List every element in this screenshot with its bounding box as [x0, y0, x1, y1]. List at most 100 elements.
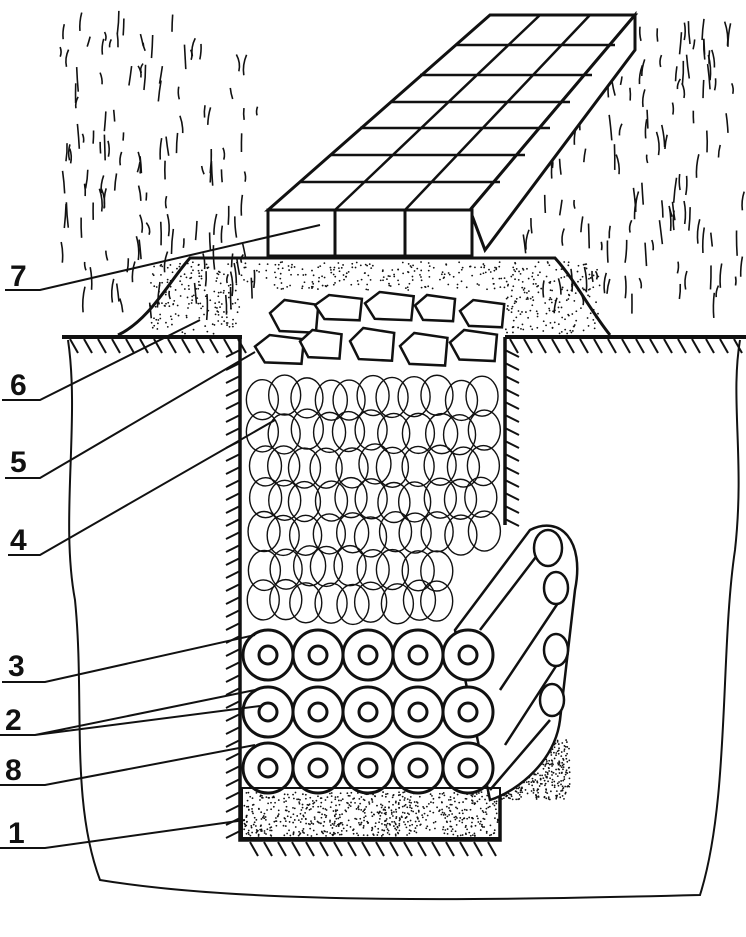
sand-dot	[406, 270, 409, 273]
sand-dot	[195, 287, 198, 290]
sand-dot	[376, 834, 379, 836]
sand-dot	[551, 326, 554, 329]
hatch-mark	[375, 841, 385, 857]
sand-dot	[542, 777, 545, 780]
sand-dot	[404, 816, 407, 819]
sand-dot	[428, 275, 431, 278]
sand-dot	[546, 776, 548, 779]
stone	[448, 328, 499, 363]
sand-dot	[255, 269, 258, 272]
sand-dot	[553, 780, 556, 783]
sand-dot	[232, 318, 234, 321]
sand-dot	[335, 825, 338, 828]
sand-dot	[308, 286, 310, 289]
sand-dot	[545, 771, 547, 773]
sand-dot	[445, 805, 448, 808]
sand-dot	[563, 276, 566, 278]
hatch-mark	[225, 375, 241, 384]
sand-dot	[395, 800, 397, 803]
sand-dot	[187, 307, 189, 309]
sand-dot	[263, 812, 266, 815]
sand-dot	[156, 328, 159, 330]
sand-dot	[410, 801, 413, 804]
sand-dot	[335, 804, 337, 807]
sand-dot	[267, 796, 270, 799]
sand-dot	[565, 757, 568, 760]
sand-dot	[476, 800, 479, 803]
sand-dot	[460, 268, 463, 271]
sand-dot	[379, 279, 382, 282]
sand-dot	[279, 261, 282, 264]
coil-loop	[423, 477, 458, 519]
grass-stroke	[110, 278, 115, 303]
sand-dot	[461, 818, 464, 821]
grass-stroke	[75, 67, 80, 92]
hatch-mark	[225, 466, 241, 475]
sand-dot	[496, 821, 499, 823]
sand-dot	[229, 283, 232, 286]
sand-dot	[302, 831, 305, 834]
hatch-mark	[263, 841, 273, 857]
sand-dot	[179, 262, 181, 265]
sand-dot	[352, 832, 355, 835]
sand-dot	[536, 789, 539, 792]
sand-dot	[557, 743, 560, 745]
sand-dot	[376, 811, 379, 814]
grass-stroke	[583, 148, 587, 163]
sand-dot	[378, 818, 381, 820]
sand-dot	[351, 262, 354, 265]
sand-dot	[197, 264, 200, 267]
sand-dot	[550, 751, 552, 754]
sand-dot	[527, 277, 530, 280]
sand-dot	[273, 283, 276, 286]
grass-stroke	[159, 138, 163, 160]
sand-dot	[200, 269, 203, 272]
sand-dot	[571, 330, 574, 332]
sand-dot	[517, 787, 520, 790]
sand-dot	[378, 821, 380, 824]
hatch-mark	[487, 841, 497, 857]
hatch-mark	[719, 338, 729, 354]
sand-dot	[537, 274, 539, 277]
sand-dot	[251, 810, 254, 813]
grass-stroke	[115, 283, 120, 302]
sand-dot	[243, 266, 246, 269]
grass-stroke	[695, 154, 700, 178]
sand-dot	[246, 799, 249, 802]
sand-dot	[364, 263, 367, 266]
hatch-mark	[579, 338, 589, 354]
hatch-mark	[509, 338, 519, 354]
sand-dot	[495, 268, 498, 271]
hatch-mark	[504, 492, 520, 501]
sand-dot	[360, 821, 363, 824]
sand-dot	[539, 778, 542, 781]
sand-dot	[542, 330, 545, 332]
sand-dot	[482, 272, 485, 275]
sand-dot	[370, 829, 373, 832]
sand-dot	[565, 741, 568, 743]
sand-dot	[260, 818, 263, 820]
sand-dot	[212, 332, 215, 335]
sand-dot	[253, 816, 256, 819]
grass-stroke	[583, 266, 588, 293]
sand-dot	[595, 301, 597, 304]
sand-dot	[284, 817, 286, 820]
sand-dot	[446, 821, 448, 824]
sand-dot	[293, 819, 296, 821]
sand-dot	[366, 264, 369, 267]
sand-dot	[410, 266, 413, 269]
sand-dot	[391, 820, 393, 823]
sand-dot	[416, 816, 419, 819]
sand-dot	[557, 784, 560, 787]
sand-dot	[407, 289, 410, 291]
sand-dot	[330, 271, 333, 274]
sand-dot	[245, 791, 248, 794]
sand-dot	[473, 802, 475, 804]
coil-loop	[314, 379, 349, 421]
sand-dot	[426, 814, 429, 817]
sand-dot	[519, 296, 522, 299]
sand-dot	[585, 267, 588, 270]
sand-dot	[551, 760, 554, 762]
sand-dot	[484, 271, 487, 274]
sand-dot	[198, 316, 201, 319]
